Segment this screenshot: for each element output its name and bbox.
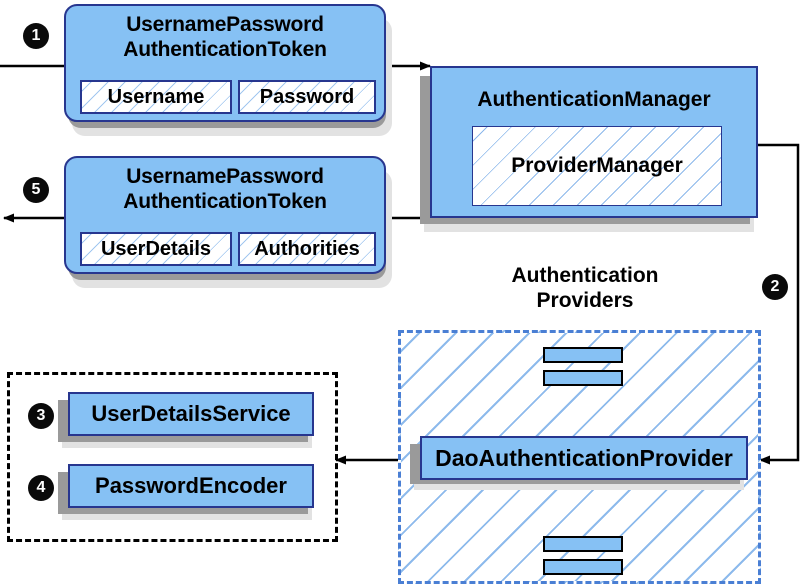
authentication-manager-box[interactable]: AuthenticationManager ProviderManager — [430, 66, 758, 218]
response-token-title-line2: AuthenticationToken — [123, 190, 327, 213]
provider-stub-bottom-2 — [543, 559, 623, 575]
step-marker-1: 1 — [23, 23, 49, 49]
response-token-slot-userdetails[interactable]: UserDetails — [80, 232, 232, 266]
userdetailsservice-box[interactable]: UserDetailsService — [68, 392, 314, 436]
authentication-manager-title: AuthenticationManager — [477, 88, 711, 111]
request-token-slot-username[interactable]: Username — [80, 80, 232, 114]
connector-manager-to-provider — [758, 143, 800, 465]
response-token-slot-userdetails-label: UserDetails — [100, 238, 212, 260]
provider-stub-top-1 — [543, 347, 623, 363]
step-marker-2: 2 — [762, 274, 788, 300]
response-token-title-line1: UsernamePassword — [126, 165, 324, 188]
request-token-slot-password-label: Password — [259, 86, 355, 108]
step-marker-4: 4 — [28, 475, 54, 501]
response-token-slot-authorities-label: Authorities — [254, 238, 360, 260]
request-token-slot-username-label: Username — [107, 86, 205, 108]
dao-authentication-provider-box[interactable]: DaoAuthenticationProvider — [420, 436, 748, 480]
response-token-slot-authorities[interactable]: Authorities — [238, 232, 376, 266]
collaborators-group — [7, 372, 338, 542]
passwordencoder-label: PasswordEncoder — [95, 473, 287, 498]
provider-manager-label: ProviderManager — [511, 154, 683, 177]
request-token-title-line2: AuthenticationToken — [123, 38, 327, 61]
request-token-title-line1: UsernamePassword — [126, 13, 324, 36]
authentication-providers-caption-line1: Authentication — [511, 264, 659, 287]
authentication-providers-caption-line2: Providers — [536, 289, 634, 312]
userdetailsservice-label: UserDetailsService — [91, 401, 291, 426]
provider-stub-bottom-1 — [543, 536, 623, 552]
request-token-slot-password[interactable]: Password — [238, 80, 376, 114]
dao-authentication-provider-label: DaoAuthenticationProvider — [435, 444, 733, 471]
provider-manager-panel[interactable]: ProviderManager — [472, 126, 722, 206]
request-token-card[interactable]: UsernamePassword AuthenticationToken Use… — [64, 4, 386, 122]
provider-stub-top-2 — [543, 370, 623, 386]
step-marker-3: 3 — [28, 403, 54, 429]
response-token-card[interactable]: UsernamePassword AuthenticationToken Use… — [64, 156, 386, 274]
passwordencoder-box[interactable]: PasswordEncoder — [68, 464, 314, 508]
step-marker-5: 5 — [23, 177, 49, 203]
